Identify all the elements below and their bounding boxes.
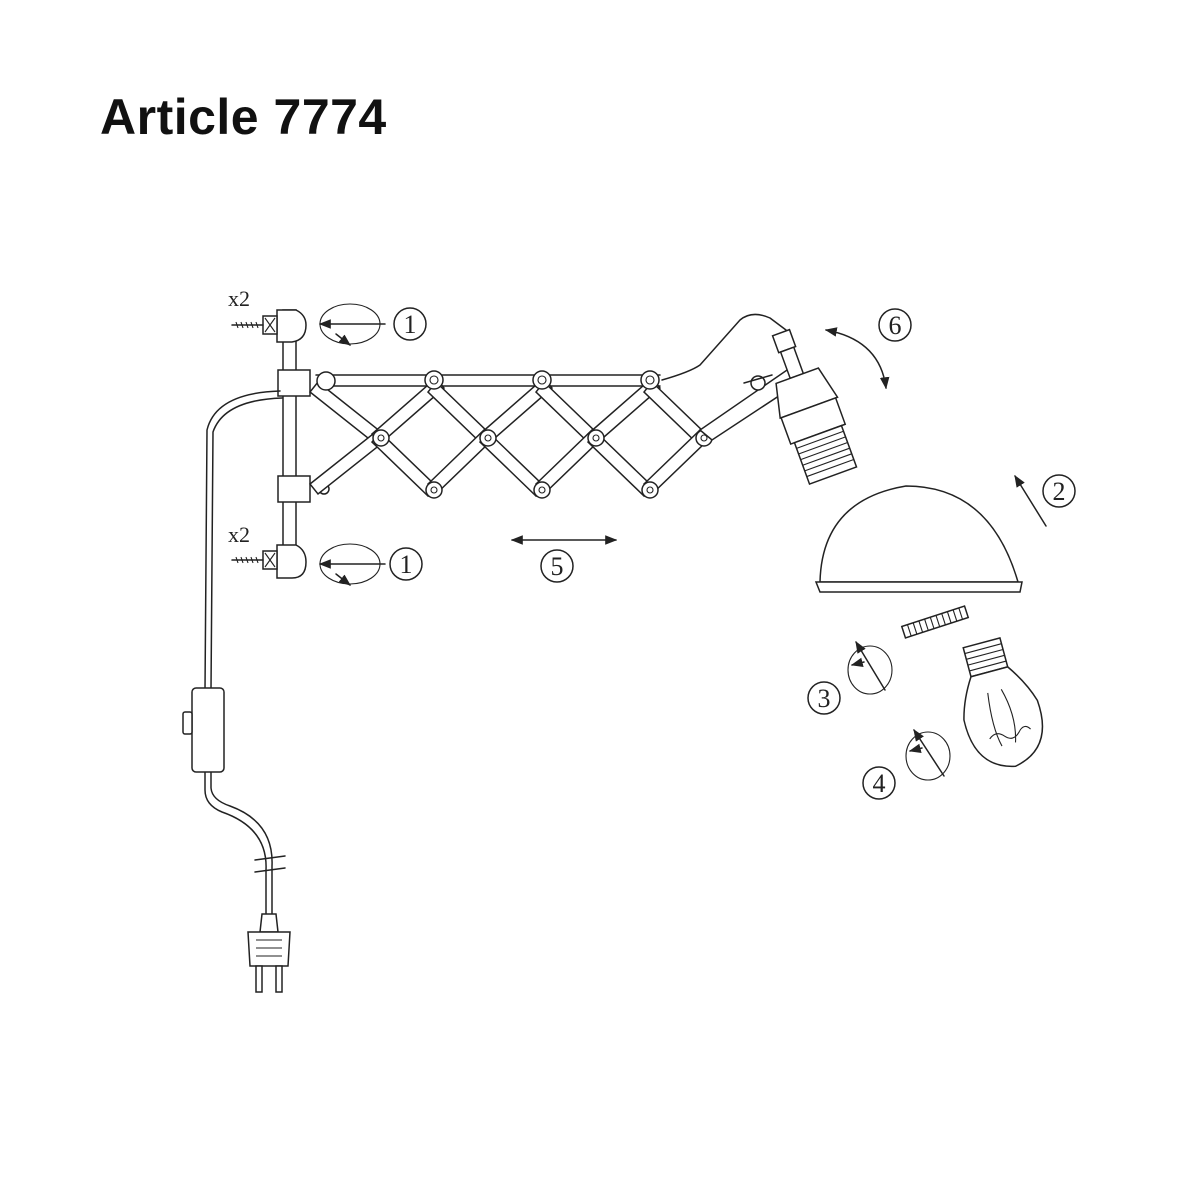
step-1-bottom-badge: 1	[389, 547, 423, 581]
power-cable	[204, 390, 286, 916]
rotate-ring-arrow	[847, 640, 893, 695]
cord-switch-icon	[182, 687, 225, 773]
lamp-head-arm	[661, 313, 802, 441]
rotate-bulb-arrow	[905, 728, 951, 781]
page-title: Article 7774	[100, 89, 387, 145]
shade-mount-arrow	[1014, 474, 1047, 527]
step-1-top-label: 1	[404, 310, 417, 339]
tilt-head-arrow	[824, 327, 890, 390]
step-3-label: 3	[818, 684, 831, 713]
power-plug-icon	[247, 913, 291, 993]
step-3-badge: 3	[807, 681, 841, 715]
step-5-badge: 5	[540, 549, 574, 583]
screw-quantity-top: x2	[228, 286, 250, 311]
bottom-screw-icon	[231, 550, 278, 570]
step-6-badge: 6	[878, 308, 912, 342]
light-bulb-icon	[962, 636, 1044, 767]
step-6-label: 6	[889, 311, 902, 340]
step-5-label: 5	[551, 552, 564, 581]
scissor-arm	[308, 370, 713, 499]
step-2-label: 2	[1053, 477, 1066, 506]
lamp-socket	[771, 328, 858, 486]
step-1-top-badge: 1	[393, 307, 427, 341]
rotate-screw-arrow-bottom	[318, 543, 386, 586]
step-1-bottom-label: 1	[400, 550, 413, 579]
shade-ring	[900, 605, 970, 639]
rotate-screw-arrow-top	[318, 303, 386, 346]
lamp-shade	[814, 485, 1023, 593]
wall-bracket	[276, 309, 330, 579]
top-screw-icon	[231, 315, 278, 335]
screw-quantity-bottom: x2	[228, 522, 250, 547]
step-4-badge: 4	[862, 766, 896, 800]
step-4-label: 4	[873, 769, 886, 798]
step-2-badge: 2	[1042, 474, 1076, 508]
